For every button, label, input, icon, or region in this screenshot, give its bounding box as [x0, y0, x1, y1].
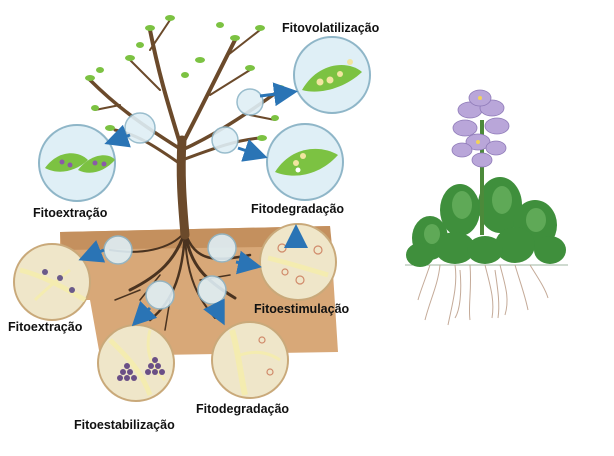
- detail-circle-fitodegradacao-leaf: [266, 123, 344, 201]
- detail-circle-fitovolatilizacao: [293, 36, 371, 114]
- detail-circle-fitoextracao-leaf: [38, 124, 116, 202]
- label-fitoestabilizacao: Fitoestabilização: [74, 418, 175, 432]
- detail-circle-fitodegradacao-root: [211, 321, 289, 399]
- label-fitoextracao-leaf: Fitoextração: [33, 206, 108, 220]
- label-fitoextracao-root: Fitoextração: [8, 320, 83, 334]
- label-fitodegradacao-leaf: Fitodegradação: [251, 202, 345, 216]
- label-fitoestimulacao: Fitoestimulação: [254, 302, 350, 316]
- water-hyacinth-icon: [405, 89, 568, 326]
- detail-circle-fitoestabilizacao: [97, 324, 175, 402]
- detail-circle-fitoestimulacao: CO₂: [259, 223, 337, 301]
- tree-leaves: [85, 15, 285, 141]
- label-fitovolatilizacao: Fitovolatilização: [282, 21, 380, 35]
- label-fitodegradacao-root: Fitodegradação: [196, 402, 290, 416]
- arrows: [78, 82, 308, 327]
- detail-circle-fitoextracao-root: [13, 243, 91, 321]
